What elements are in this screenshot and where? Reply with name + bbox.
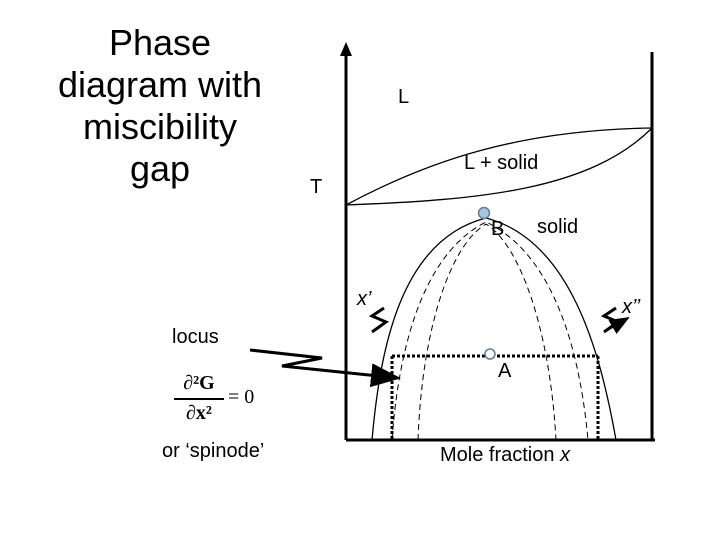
formula-equals: = 0	[228, 386, 255, 408]
formula-denominator: ∂x²	[186, 402, 212, 424]
liquidus-curve	[345, 127, 653, 206]
label-x-double-prime: x’’	[622, 296, 641, 318]
label-A: A	[498, 360, 512, 382]
x-axis-label: Mole fraction x	[440, 444, 570, 467]
label-x-prime: x’	[357, 288, 372, 310]
label-T: T	[310, 176, 323, 198]
point-A-marker	[484, 348, 496, 360]
squiggle-left	[368, 306, 390, 334]
solidus-curve	[345, 127, 653, 206]
spinodal-curve	[391, 221, 589, 441]
formula-bar	[174, 398, 224, 400]
label-B: B	[491, 218, 505, 240]
title-line-4: gap	[129, 148, 191, 189]
formula-numerator: ∂²G	[183, 372, 215, 394]
y-axis-arrow	[340, 42, 352, 56]
formula-fraction: ∂²G ∂x²	[174, 372, 224, 426]
x-axis-label-var: x	[560, 444, 571, 466]
arrow-to-x-double-prime	[603, 316, 630, 334]
diagram-title: Phase diagram with miscibility gap	[30, 22, 290, 190]
title-line-1: Phase	[108, 22, 212, 63]
label-locus: locus	[172, 326, 219, 348]
point-B-marker	[477, 206, 491, 220]
miscibility-gap-curve	[371, 217, 617, 441]
label-L-plus-solid: L + solid	[464, 152, 539, 174]
label-solid: solid	[537, 216, 579, 238]
title-line-2: diagram with	[57, 64, 263, 105]
x-axis-label-text: Mole fraction	[440, 444, 555, 466]
spinodal-formula: ∂²G ∂x² = 0	[170, 370, 270, 430]
locus-arrow	[249, 348, 401, 388]
title-line-3: miscibility	[82, 106, 237, 147]
label-L: L	[398, 86, 410, 108]
inner-dashed-curve	[417, 223, 557, 441]
label-or-spinode: or ‘spinode’	[162, 440, 265, 462]
